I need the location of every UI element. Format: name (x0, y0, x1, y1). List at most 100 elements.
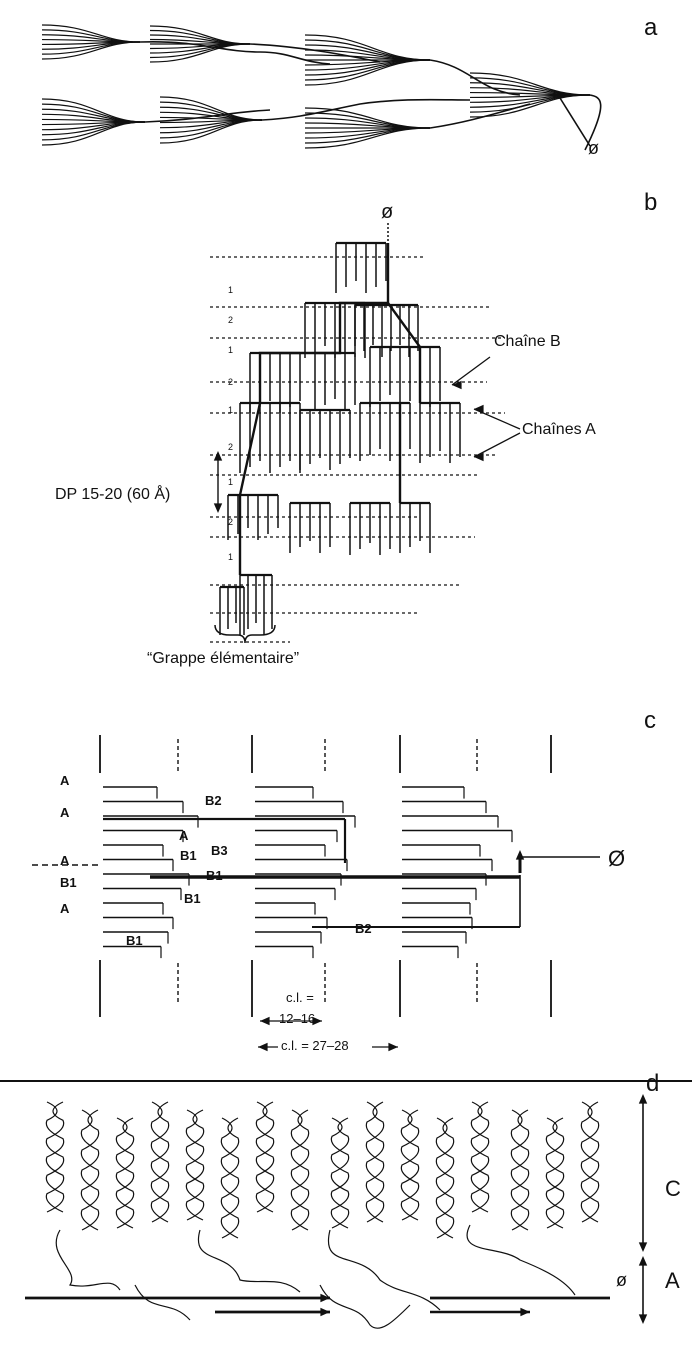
dp-arrow-top (214, 451, 222, 461)
cl-short-value: 12–16 (279, 1011, 315, 1026)
panel-a-letter: a (644, 14, 657, 42)
row-mark: 1 (228, 345, 233, 355)
double-helix (116, 1118, 133, 1228)
double-helix (186, 1110, 203, 1220)
chain-b-label: Chaîne B (494, 333, 561, 351)
double-helix (436, 1118, 453, 1238)
panel-a-cluster-diagram: a ø (0, 0, 692, 185)
chain-b-pointer (452, 357, 490, 385)
cl-arrowhead (258, 1043, 268, 1051)
double-helix (401, 1110, 418, 1220)
row-mark: 2 (228, 315, 233, 325)
double-helix (291, 1110, 308, 1230)
double-helix (116, 1118, 133, 1228)
double-helix (581, 1102, 598, 1222)
amorphous-linker (135, 1285, 190, 1320)
amorphous-linker (467, 1225, 575, 1295)
chain-label: A (60, 805, 69, 820)
row-mark: 1 (228, 477, 233, 487)
chain-label: A (60, 901, 69, 916)
double-helix (256, 1102, 273, 1212)
amorphous-linker (56, 1230, 120, 1290)
double-helix (511, 1110, 528, 1230)
cl-arrowhead (388, 1043, 398, 1051)
backbone-chain (560, 98, 590, 146)
cluster-brace (215, 625, 275, 643)
cl-short-label: c.l. = (286, 990, 314, 1005)
amorphous-linker (198, 1230, 300, 1292)
double-helix (581, 1102, 598, 1222)
row-mark: 2 (228, 517, 233, 527)
cl-arrowhead (260, 1017, 270, 1025)
backbone-arrowhead (520, 1308, 530, 1316)
double-helix (81, 1110, 98, 1230)
row-mark: 2 (228, 377, 233, 387)
cluster-branch (160, 120, 262, 143)
panel-c-letter: c (644, 707, 656, 735)
double-helix (186, 1110, 203, 1220)
cluster-branch (42, 122, 145, 145)
dimension-arrowhead (639, 1314, 647, 1324)
double-helix (46, 1102, 63, 1212)
amorphous-linker (320, 1285, 410, 1328)
double-helix (221, 1118, 238, 1238)
chain-label: A (60, 853, 69, 868)
panel-d-helix-drawing (0, 1080, 692, 1369)
panel-a-root-symbol: ø (588, 138, 599, 159)
double-helix (366, 1102, 383, 1222)
cl-long-label: c.l. = 27–28 (281, 1038, 349, 1053)
panel-d-helix-diagram: d C A ø (0, 1080, 692, 1369)
double-helix (221, 1118, 238, 1238)
panel-b-letter: b (644, 189, 657, 217)
double-helix (546, 1118, 563, 1228)
double-helix (331, 1118, 348, 1228)
dimension-arrowhead (639, 1242, 647, 1252)
chain-label: B1 (206, 868, 223, 883)
double-helix (471, 1102, 488, 1212)
panel-b-branching-drawing (0, 185, 692, 695)
amorphous-linker (328, 1230, 440, 1310)
double-helix (511, 1110, 528, 1230)
chain-label: B1 (184, 891, 201, 906)
chain-a-arrowhead (474, 405, 484, 413)
crystalline-label: C (665, 1176, 681, 1202)
double-helix (471, 1102, 488, 1212)
cluster-branch (470, 73, 590, 95)
chain-label: B2 (205, 793, 222, 808)
double-helix (46, 1102, 63, 1212)
cluster-branch (305, 123, 430, 128)
panel-c-chain-drawing (0, 695, 692, 1080)
cluster-branch (305, 35, 430, 60)
row-mark: 1 (228, 285, 233, 295)
double-helix (331, 1118, 348, 1228)
row-mark: 2 (228, 442, 233, 452)
cluster-branch (470, 95, 590, 117)
chain-label: A (60, 773, 69, 788)
panel-b-amylopectin-model: b ø Chaîne B Chaînes A DP 15-20 (60 Å) “… (0, 185, 692, 695)
dp-arrow-bottom (214, 503, 222, 513)
double-helix (436, 1118, 453, 1238)
double-helix (256, 1102, 273, 1212)
chain-label: B1 (60, 875, 77, 890)
chain-a-pointer (474, 433, 520, 457)
cluster-label: “Grappe élémentaire” (147, 650, 299, 668)
chain-label: B1 (180, 848, 197, 863)
double-helix (401, 1110, 418, 1220)
double-helix (291, 1110, 308, 1230)
dimension-arrowhead (639, 1256, 647, 1266)
double-helix (546, 1118, 563, 1228)
chain-label: B1 (126, 933, 143, 948)
backbone-arrowhead (320, 1294, 330, 1302)
dp-label: DP 15-20 (60 Å) (55, 486, 170, 504)
panel-c-root-symbol: Ø (608, 846, 625, 872)
chain-b-spine (260, 243, 388, 403)
row-mark: 1 (228, 552, 233, 562)
b3-arrowhead (516, 850, 524, 860)
double-helix (366, 1102, 383, 1222)
panel-b-root-symbol: ø (381, 201, 393, 224)
chain-a-label: Chaînes A (522, 421, 596, 439)
chain-label: B3 (211, 843, 228, 858)
panel-d-letter: d (646, 1070, 659, 1098)
double-helix (81, 1110, 98, 1230)
